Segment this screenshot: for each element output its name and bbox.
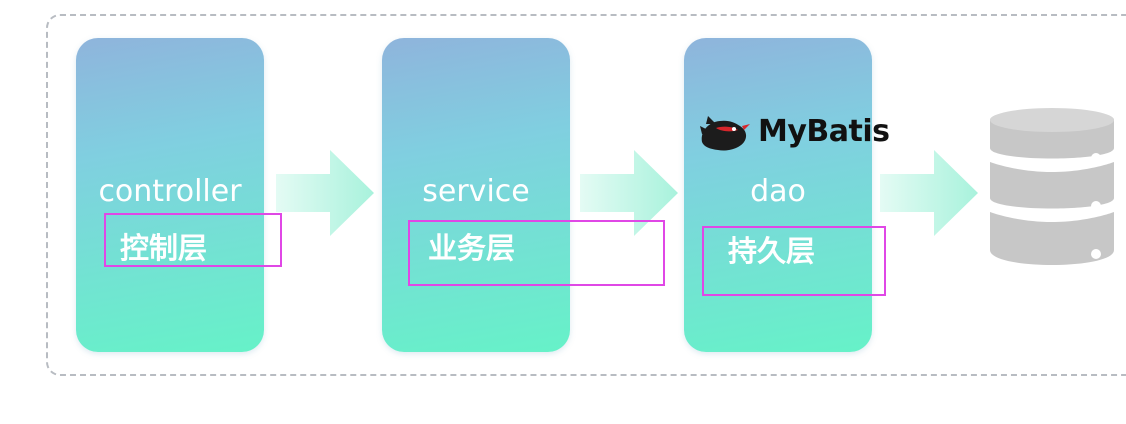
service-layer-title: service xyxy=(422,174,530,209)
mybatis-logo-text: MyBatis xyxy=(758,114,890,149)
right-arrow-icon xyxy=(276,150,374,236)
controller-layer-subtitle: 控制层 xyxy=(120,231,208,265)
service-layer-subtitle: 业务层 xyxy=(428,231,516,265)
database-icon xyxy=(990,108,1114,265)
controller-layer-title: controller xyxy=(98,174,242,209)
dao-layer-subtitle: 持久层 xyxy=(728,234,816,268)
diagram-frame xyxy=(46,14,1126,376)
mybatis-logo: MyBatis xyxy=(698,110,890,156)
right-arrow-icon xyxy=(580,150,678,236)
service-highlight-box xyxy=(408,220,665,286)
controller-layer-card: controller 控制层 xyxy=(76,38,264,352)
controller-highlight-box xyxy=(104,213,282,267)
dao-highlight-box xyxy=(702,226,886,296)
mybatis-bird-icon xyxy=(700,116,750,151)
service-layer-card: service 业务层 xyxy=(382,38,570,352)
dao-layer-title: dao xyxy=(750,174,806,209)
dao-layer-card: dao 持久层 xyxy=(684,38,872,352)
right-arrow-icon xyxy=(880,150,978,236)
